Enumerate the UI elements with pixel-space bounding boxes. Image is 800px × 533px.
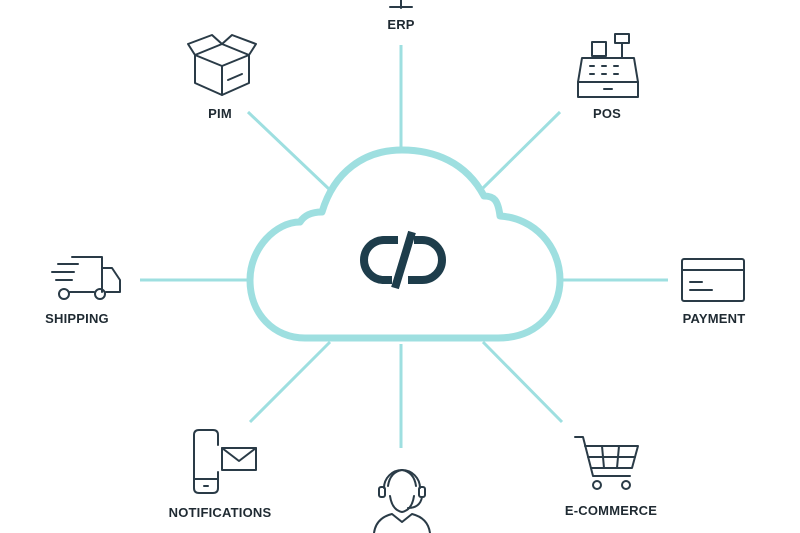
connector-notifications	[248, 340, 332, 424]
package-box-icon	[187, 34, 257, 96]
shopping-cart-icon	[574, 436, 639, 490]
connector-pim	[246, 110, 332, 192]
infinity-link-icon	[360, 230, 446, 290]
server-icon	[389, 0, 413, 9]
node-label-payment: PAYMENT	[683, 311, 746, 326]
node-label-pim: PIM	[208, 106, 232, 121]
connectors	[140, 45, 668, 448]
phone-mail-icon	[193, 429, 257, 494]
connector-ecommerce	[481, 340, 564, 424]
node-label-notifications: NOTIFICATIONS	[169, 505, 272, 520]
headset-agent-icon	[373, 469, 431, 533]
node-label-shipping: SHIPPING	[45, 311, 109, 326]
node-label-erp: ERP	[387, 17, 414, 32]
node-label-ecommerce: E-COMMERCE	[565, 503, 657, 518]
cash-register-icon	[577, 33, 639, 98]
connector-pos	[481, 110, 562, 190]
delivery-truck-icon	[51, 256, 121, 300]
credit-card-icon	[681, 258, 745, 302]
node-label-pos: POS	[593, 106, 621, 121]
